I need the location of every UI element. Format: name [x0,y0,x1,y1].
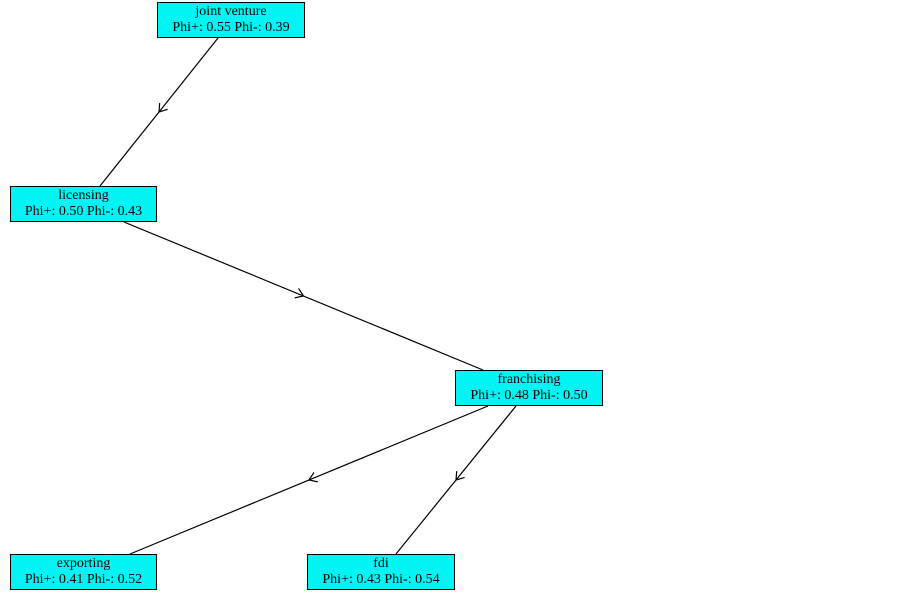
node-franchising[interactable]: franchising Phi+: 0.48 Phi-: 0.50 [455,370,603,406]
node-score: Phi+: 0.50 Phi-: 0.43 [24,204,143,219]
node-name: franchising [497,372,561,387]
arrowhead-icon [308,472,318,483]
node-name: exporting [56,556,111,571]
node-joint-venture[interactable]: joint venture Phi+: 0.55 Phi-: 0.39 [157,2,305,38]
edge-group [99,37,517,555]
node-exporting[interactable]: exporting Phi+: 0.41 Phi-: 0.52 [10,554,157,590]
node-fdi[interactable]: fdi Phi+: 0.43 Phi-: 0.54 [307,554,455,590]
node-score: Phi+: 0.48 Phi-: 0.50 [470,388,588,403]
arrowhead-icon [294,288,305,299]
arrowhead-icon [158,102,168,113]
arrowhead-icon [455,470,465,481]
node-licensing[interactable]: licensing Phi+: 0.50 Phi-: 0.43 [10,186,157,222]
node-score: Phi+: 0.55 Phi-: 0.39 [172,20,290,35]
node-name: joint venture [195,4,267,19]
node-name: licensing [58,188,109,203]
node-name: fdi [373,556,389,571]
node-score: Phi+: 0.43 Phi-: 0.54 [322,572,440,587]
node-score: Phi+: 0.41 Phi-: 0.52 [24,572,143,587]
